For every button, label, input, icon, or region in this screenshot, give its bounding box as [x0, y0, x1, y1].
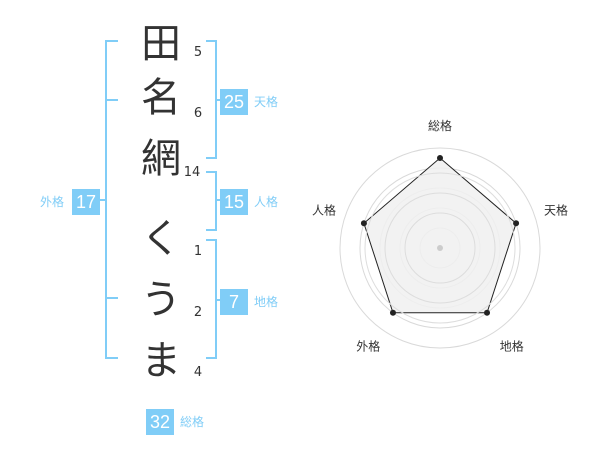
radar-inner-ring-1 — [364, 172, 516, 324]
radar-point-5 — [360, 220, 367, 227]
name-char-5: う — [141, 277, 181, 323]
tenkaku-label: 天格 — [254, 95, 279, 109]
radar-center-dot — [437, 245, 443, 251]
name-char-3: 網 — [141, 136, 181, 182]
radar-axis-label-5: 人格 — [312, 202, 336, 217]
soukaku-label: 総格 — [180, 415, 205, 429]
radar-axis-label-2: 天格 — [544, 202, 568, 217]
radar-point-4 — [389, 309, 396, 316]
gaikaku-label: 外格 — [40, 195, 65, 209]
tenkaku-value: 25 — [220, 89, 248, 115]
radar-shape — [360, 155, 520, 324]
name-char-4: く — [141, 216, 181, 262]
stroke-count-5: 2 — [193, 305, 203, 320]
stroke-count-6: 4 — [193, 365, 203, 380]
radar-point-1 — [437, 155, 443, 161]
radar-polygon — [363, 157, 517, 314]
gaikaku-bracket — [100, 40, 118, 359]
stroke-count-1: 5 — [193, 45, 203, 60]
name-char-6: ま — [141, 338, 181, 384]
radar-axis-label-3: 地格 — [500, 339, 524, 354]
bracket-lines — [100, 40, 222, 359]
soukaku-value: 32 — [146, 409, 174, 435]
stroke-count-3: 14 — [183, 165, 201, 180]
stroke-count-2: 6 — [193, 106, 203, 121]
jinkaku-value: 15 — [220, 189, 248, 215]
radar-point-2 — [513, 220, 520, 227]
name-char-1: 田 — [141, 21, 181, 67]
radar-axis-label-1: 総格 — [428, 118, 452, 133]
name-column: 田 名 網 く う ま 5 6 14 1 2 4 25 天格 15 人格 7 地… — [40, 21, 279, 435]
radar-inner-ring-2 — [384, 192, 496, 304]
gaikaku-value: 17 — [72, 189, 100, 215]
stroke-count-4: 1 — [193, 244, 203, 259]
chikaku-value: 7 — [220, 289, 248, 315]
radar-point-3 — [484, 309, 491, 316]
radar-inner-ring-3 — [404, 212, 476, 284]
name-char-2: 名 — [141, 75, 181, 121]
jinkaku-label: 人格 — [254, 195, 279, 209]
chikaku-label: 地格 — [254, 295, 279, 309]
radar-axis-label-4: 外格 — [356, 339, 380, 354]
